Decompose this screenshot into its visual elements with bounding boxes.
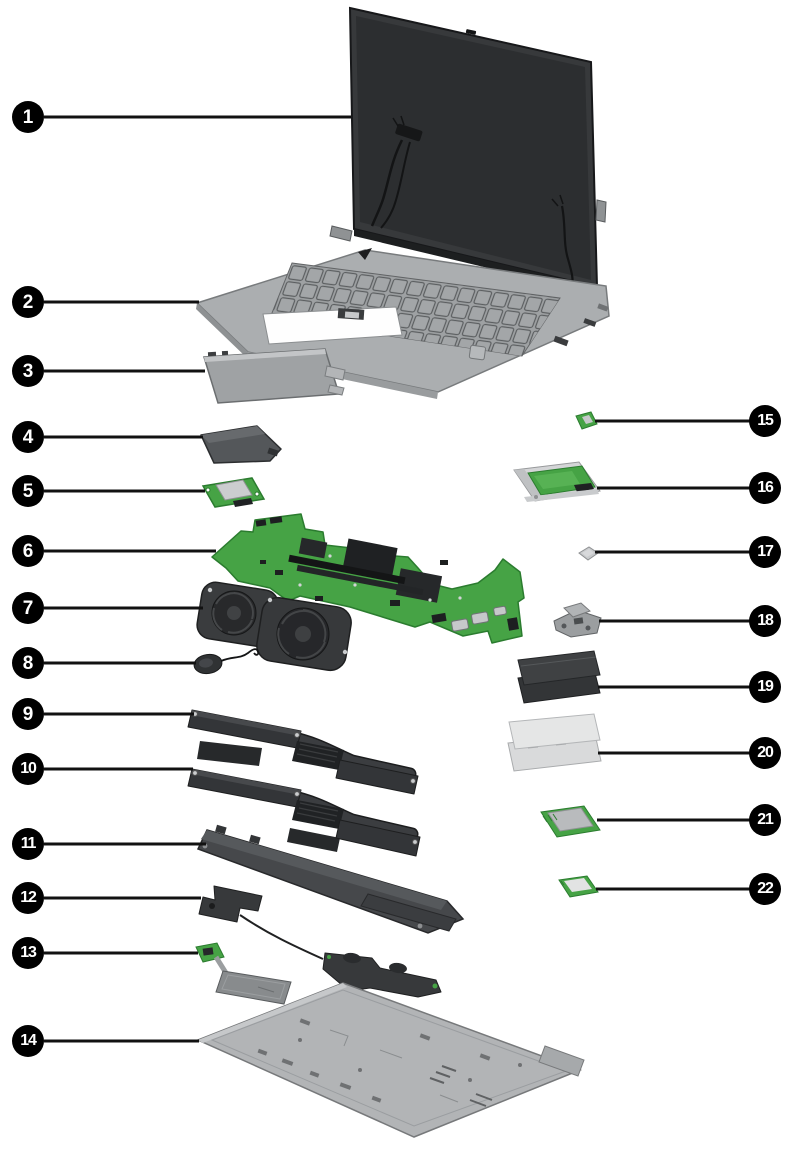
callout-16: 16: [749, 472, 781, 504]
callout-4-number: 4: [22, 426, 34, 448]
callout-19-number: 19: [757, 678, 774, 695]
part-thermal-plates-light: [507, 713, 602, 772]
callout-18-number: 18: [757, 612, 774, 629]
callout-8-number: 8: [22, 652, 34, 674]
callout-21-number: 21: [757, 811, 774, 828]
callout-7-number: 7: [22, 597, 34, 619]
callout-14-number: 14: [20, 1032, 37, 1049]
callout-12-number: 12: [20, 889, 37, 906]
callout-12: 12: [12, 882, 44, 914]
callout-11: 11: [12, 828, 44, 860]
callout-11-number: 11: [20, 835, 37, 852]
callout-10-number: 10: [20, 760, 37, 777]
callout-17: 17: [749, 536, 781, 568]
part-heat-sink-upper: [187, 709, 419, 795]
callout-18: 18: [749, 605, 781, 637]
callout-13-number: 13: [20, 944, 37, 961]
callout-6-number: 6: [22, 540, 34, 562]
hinge-left: [329, 225, 353, 242]
callout-9: 9: [12, 698, 44, 730]
callout-9-number: 9: [22, 703, 34, 725]
callout-2-number: 2: [22, 291, 34, 313]
leader-lines: [44, 115, 750, 1043]
callout-3: 3: [12, 355, 44, 387]
part-sensor-board: [575, 411, 598, 430]
part-round-speaker: [193, 648, 260, 675]
callout-15-number: 15: [757, 412, 774, 429]
callout-6: 6: [12, 535, 44, 567]
callout-3-number: 3: [22, 360, 34, 382]
callout-22-number: 22: [757, 880, 774, 897]
part-bottom-cover: [196, 982, 585, 1138]
callout-5: 5: [12, 475, 44, 507]
fingerprint-reader-cutout: [468, 344, 486, 361]
callout-13: 13: [12, 937, 44, 969]
part-wlan-module: [540, 805, 601, 838]
part-ssd-module: [200, 425, 282, 464]
callout-22: 22: [749, 873, 781, 905]
part-ssd-with-bracket: [513, 461, 601, 502]
callout-7: 7: [12, 592, 44, 624]
callout-20-number: 20: [757, 744, 774, 761]
part-heat-sink-lower: [187, 768, 421, 857]
part-ssd-card: [558, 875, 599, 898]
callout-14: 14: [12, 1025, 44, 1057]
part-fingerprint-reader-board: [195, 942, 292, 1005]
part-fans: [196, 581, 352, 672]
part-system-board: [211, 513, 525, 644]
callout-15: 15: [749, 405, 781, 437]
part-shield-plates-dark: [517, 650, 601, 704]
part-metal-bracket: [553, 602, 602, 638]
callout-21: 21: [749, 804, 781, 836]
part-touchpad: [203, 348, 346, 404]
callout-16-number: 16: [757, 479, 774, 496]
callout-19: 19: [749, 671, 781, 703]
part-battery: [196, 824, 465, 934]
callout-1: 1: [12, 101, 44, 133]
part-card-reader-board: [201, 477, 266, 508]
callout-4: 4: [12, 421, 44, 453]
callout-2: 2: [12, 286, 44, 318]
callout-10: 10: [12, 753, 44, 785]
callout-17-number: 17: [757, 543, 774, 560]
callout-1-number: 1: [22, 106, 34, 128]
callout-8: 8: [12, 647, 44, 679]
callout-5-number: 5: [22, 480, 34, 502]
callout-20: 20: [749, 737, 781, 769]
